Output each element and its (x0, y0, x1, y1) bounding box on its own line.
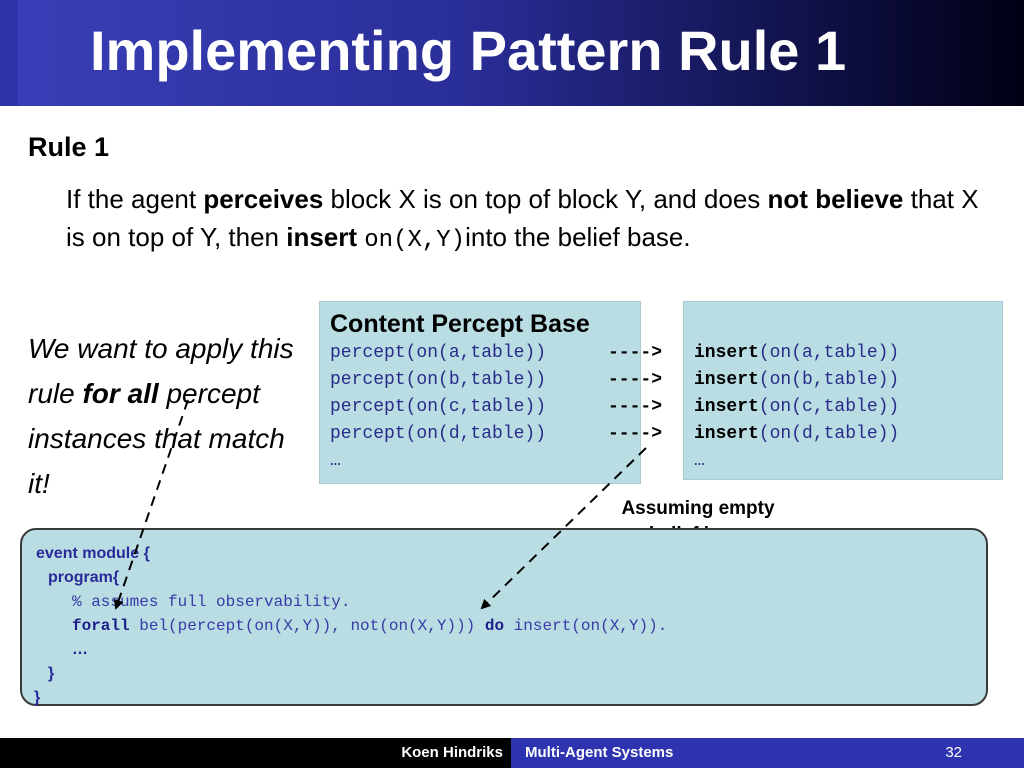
rule-description: If the agent perceives block X is on top… (66, 180, 996, 260)
arrow-icon: ----> (608, 343, 663, 363)
title-accent (0, 0, 18, 106)
rule-heading: Rule 1 (28, 132, 110, 162)
rule-text-bold: insert (286, 222, 358, 252)
insert-keyword: insert (694, 424, 759, 444)
code-line: program{ (36, 566, 972, 590)
code-event-module: event module { (36, 545, 150, 562)
insert-arg: (on(a,table)) (758, 343, 900, 363)
rule-text-part: If the agent (66, 184, 204, 214)
title-bar: Implementing Pattern Rule 1 (0, 0, 1024, 106)
code-line: } (34, 686, 972, 710)
footer-bar: Koen Hindriks Multi-Agent Systems 32 (0, 738, 1024, 768)
insert-keyword: insert (694, 343, 759, 363)
percept-line: percept(on(a,table)) (330, 343, 547, 363)
percept-line: percept(on(d,table)) (330, 424, 547, 444)
insert-keyword: insert (694, 397, 759, 417)
insert-line: insert(on(b,table)) (694, 367, 992, 394)
rule-text-bold: not believe (767, 184, 904, 214)
rule-text-part: into the belief base. (465, 222, 691, 252)
arrow-icon: ----> (608, 370, 663, 390)
insert-line: insert(on(c,table)) (694, 394, 992, 421)
rule-text-part: block X is on top of block Y, and does (323, 184, 768, 214)
rule-text-bold: perceives (203, 184, 324, 214)
rule-text-part: that X is on top of Y, then (66, 184, 979, 252)
code-line: forall bel(percept(on(X,Y)), not(on(X,Y)… (36, 614, 972, 638)
code-line: } (36, 662, 972, 686)
insert-line: insert(on(a,table)) (694, 340, 992, 367)
side-note: We want to apply this rule for all perce… (28, 326, 308, 506)
code-close-brace: } (48, 665, 55, 682)
code-line: … (36, 638, 972, 662)
code-program: program{ (48, 569, 120, 586)
percept-base-title: Content Percept Base (330, 310, 590, 338)
percept-line: percept(on(c,table)) (330, 397, 547, 417)
insert-arg: (on(d,table)) (758, 424, 900, 444)
side-note-part: We want to apply this rule (28, 333, 294, 409)
insert-arg: (on(c,table)) (758, 397, 900, 417)
rule-text-code: on(X,Y) (364, 227, 466, 254)
insert-line: insert(on(d,table)) (694, 421, 992, 448)
insert-ellipsis: … (694, 451, 705, 471)
side-note-bold: for all (82, 378, 159, 409)
arrow-icon: ----> (608, 424, 663, 444)
footer-page-number: 32 (945, 744, 962, 761)
code-line: event module { (36, 542, 972, 566)
insert-keyword: insert (694, 370, 759, 390)
arrow-column: ----> ----> ----> ----> (608, 340, 688, 448)
percept-base-box: Content Percept Base percept(on(a,table)… (319, 301, 641, 484)
code-forall-condition: bel(percept(on(X,Y)), not(on(X,Y))) (129, 617, 485, 635)
code-close-brace: } (34, 689, 41, 706)
code-do-keyword: do (484, 617, 505, 635)
code-do-action: insert(on(X,Y)). (504, 617, 668, 635)
percept-line: percept(on(b,table)) (330, 370, 547, 390)
code-ellipsis: … (72, 641, 88, 658)
footer-author: Koen Hindriks (401, 744, 503, 761)
code-box: event module { program{ % assumes full o… (20, 528, 988, 706)
code-comment: % assumes full observability. (72, 593, 351, 611)
insert-arg: (on(b,table)) (758, 370, 900, 390)
slide-title: Implementing Pattern Rule 1 (90, 19, 847, 82)
insert-box: insert(on(a,table)) insert(on(b,table)) … (683, 301, 1003, 480)
arrow-icon: ----> (608, 397, 663, 417)
percept-line: … (330, 451, 341, 471)
footer-course: Multi-Agent Systems (511, 738, 1024, 768)
code-forall-keyword: forall (72, 617, 130, 635)
code-line: % assumes full observability. (36, 590, 972, 614)
